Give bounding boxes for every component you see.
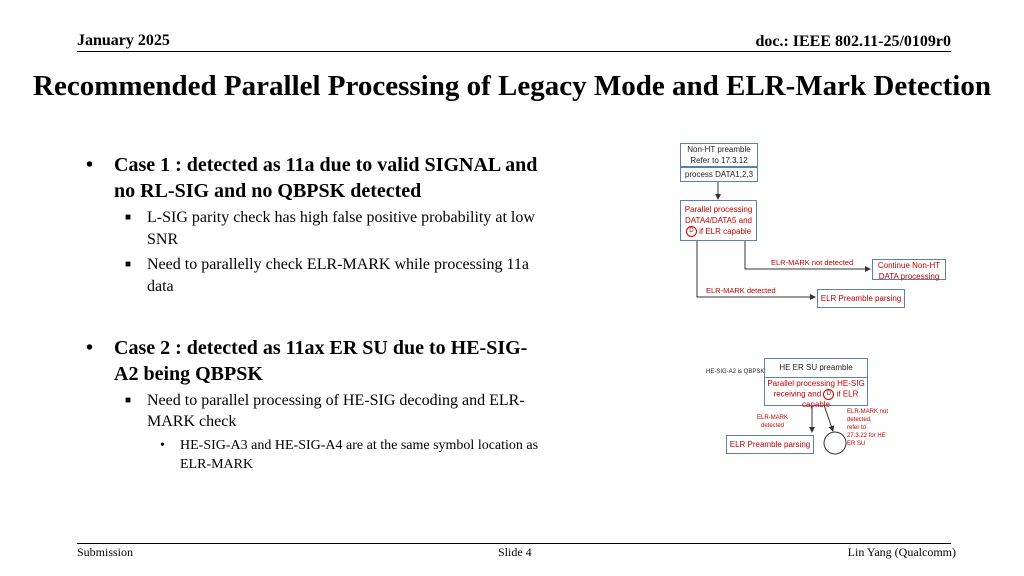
bullet-dot-icon: • [160, 438, 165, 453]
elr-mark-not-detected-label: ELR-MARK not detected [771, 258, 854, 267]
box-text: receiving and [773, 389, 822, 399]
case1-sub2-line1: Need to parallelly check ELR-MARK while … [147, 256, 529, 273]
label-text: 27.3.22 for HE [847, 433, 886, 439]
box-text: DATA processing [878, 272, 940, 281]
footer-divider [77, 543, 951, 544]
box-text: Non-HT preamble [687, 145, 751, 154]
box-text: if ELR capable [699, 227, 752, 236]
box-text: if ELR [836, 389, 859, 399]
elr-mark-detected-label: ELR-MARK detected [757, 414, 788, 430]
case1-heading-line2: no RL-SIG and no QBPSK detected [114, 180, 422, 202]
elr-mark-detected-label: ELR-MARK detected [706, 286, 776, 295]
box-text: ELR Preamble parsing [729, 440, 811, 449]
header-divider [77, 51, 951, 52]
footer-submission: Submission [77, 545, 134, 559]
process-data-box: process DATA1,2,3 [680, 167, 758, 182]
header-date: January 2025 [77, 32, 170, 49]
header-doc-id: doc.: IEEE 802.11-25/0109r0 [755, 33, 951, 50]
label-text: detected [760, 423, 785, 429]
elr-mark-not-detected-label: ELR-MARK not detected, refer to 27.3.22 … [847, 408, 888, 448]
square-bullet-icon: ■ [125, 395, 132, 406]
continue-non-ht-box: Continue Non-HT DATA processing [872, 259, 946, 281]
footer-slide-number: Slide 4 [498, 545, 532, 559]
box-text-line: receiving and D if ELR [765, 389, 867, 400]
box-text-line: D if ELR capable [681, 226, 756, 238]
he-sig-a2-qbpsk-label: HE-SIG-A2 is QBPSK [706, 369, 765, 375]
case2-sub1a-line2: ELR-MARK [180, 457, 254, 472]
box-text: ELR Preamble parsing [820, 294, 902, 303]
non-ht-preamble-box: Non-HT preamble Refer to 17.3.12 [680, 143, 758, 167]
case1-sub2-line2: data [147, 278, 174, 295]
label-text: detected, [847, 417, 872, 423]
parallel-processing-box: Parallel processing DATA4/DATA5 and D if… [680, 200, 757, 241]
case2-sub1-line2: MARK check [147, 413, 237, 430]
box-text: Parallel processing [684, 205, 753, 214]
elr-preamble-parsing-box: ELR Preamble parsing [726, 435, 814, 454]
d-circle-icon: D [823, 389, 835, 400]
case1-sub1-line2: SNR [147, 231, 179, 248]
elr-preamble-parsing-box: ELR Preamble parsing [817, 289, 905, 308]
box-text: Parallel processing HE-SIG [767, 379, 865, 388]
label-text: ELR-MARK [757, 415, 789, 421]
box-text: capable [801, 400, 831, 409]
case1-sub1-line1: L-SIG parity check has high false positi… [147, 209, 535, 226]
label-text: ELR-MARK not [847, 409, 889, 415]
box-text: HE ER SU preamble [779, 363, 853, 372]
square-bullet-icon: ■ [125, 212, 132, 223]
he-er-su-preamble-box: HE ER SU preamble [764, 358, 868, 378]
slide-title: Recommended Parallel Processing of Legac… [33, 70, 991, 102]
d-circle-icon: D [685, 226, 697, 238]
bullet-dot-icon: • [86, 337, 94, 359]
case2-heading-line2: A2 being QBPSK [114, 363, 263, 385]
label-text: ER SU [847, 441, 866, 447]
case1-heading-line1: Case 1 : detected as 11a due to valid SI… [114, 154, 538, 176]
box-text: process DATA1,2,3 [684, 170, 754, 179]
box-text: DATA4/DATA5 and [685, 216, 752, 225]
footer-author: Lin Yang (Qualcomm) [847, 545, 956, 559]
case2-sub1-line1: Need to parallel processing of HE-SIG de… [147, 392, 525, 409]
bullet-dot-icon: • [86, 154, 94, 176]
case2-sub1a-line1: HE-SIG-A3 and HE-SIG-A4 are at the same … [180, 438, 539, 453]
label-text: refer to [847, 425, 867, 431]
square-bullet-icon: ■ [125, 259, 132, 270]
box-text: Continue Non-HT [877, 261, 941, 270]
parallel-he-sig-box: Parallel processing HE-SIG receiving and… [764, 378, 868, 409]
box-text: Refer to 17.3.12 [690, 156, 748, 165]
case2-heading-line1: Case 2 : detected as 11ax ER SU due to H… [114, 337, 528, 359]
